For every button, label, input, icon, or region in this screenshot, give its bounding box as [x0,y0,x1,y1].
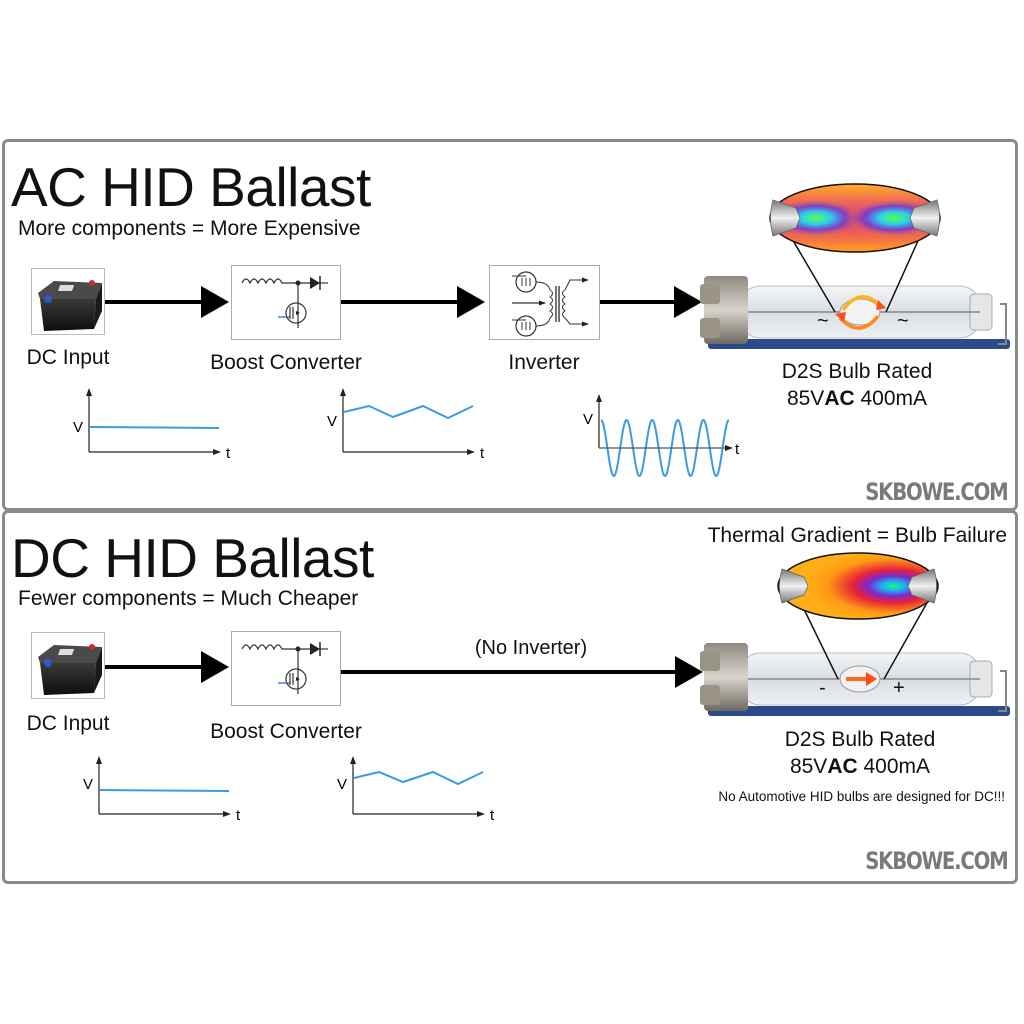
bulb-image [700,276,1010,349]
bulb-rating-line2: 85VAC 400mA [787,388,927,409]
stage-label-inverter: Inverter [508,351,580,374]
thermal-zoom-bubble [777,552,939,620]
flow-arrow [341,656,703,688]
bulb-rating-line2: 85VAC 400mA [790,756,930,777]
waveform-boost-ripple: V t [327,388,485,462]
x-axis-label: t [236,807,241,824]
bulb-rating-line1: D2S Bulb Rated [784,728,936,751]
waveform-line [353,770,484,786]
electrode-marker-negative: - [819,677,826,699]
current-direction-arrow [846,672,877,686]
x-axis-label: t [226,445,231,462]
boost-converter-schematic-icon [241,642,328,694]
flow-arrow [105,286,229,318]
bulb-rating-line1: D2S Bulb Rated [781,360,933,383]
electrode-marker-right: ~ [897,310,909,332]
zoom-line-right [885,231,923,313]
waveform-line [89,426,220,429]
no-inverter-label: (No Inverter) [474,637,588,659]
dc-panel-subtitle: Fewer components = Much Cheaper [18,587,359,610]
x-axis-label: t [480,445,485,462]
electrode-marker-positive: + [893,677,905,699]
battery-icon [38,644,102,695]
rating-current: 400mA [857,755,931,778]
boost-converter-schematic-icon [241,276,328,328]
ac-panel-subtitle: More components = More Expensive [18,217,361,240]
dc-ballast-panel: DC HID Ballast Fewer components = Much C… [2,510,1018,884]
dc-panel-title: DC HID Ballast [11,527,374,589]
ac-panel-title: AC HID Ballast [11,156,371,218]
y-axis-label: V [73,419,83,436]
zoom-line-left [787,231,836,313]
flow-arrow [341,286,485,318]
rating-voltage: 85V [789,755,828,778]
x-axis-label: t [735,441,740,458]
rating-ac-emphasis: AC [827,755,858,778]
rating-current: 400mA [854,387,928,410]
stage-label-dc-input: DC Input [26,712,110,735]
y-axis-label: V [583,411,593,428]
arc-flow-arrows [835,295,886,330]
ac-ballast-panel: AC HID Ballast More components = More Ex… [2,139,1018,511]
watermark: SKBOWE.COM [864,847,1008,875]
electrode-marker-left: ~ [817,310,829,332]
battery-icon [38,280,102,331]
stage-label-boost-converter: Boost Converter [210,720,362,743]
zoom-line-left [799,600,839,680]
inverter-schematic-icon [512,271,589,337]
waveform-line [99,789,230,792]
stage-label-dc-input: DC Input [26,346,110,369]
watermark: SKBOWE.COM [864,478,1008,506]
waveform-line [343,404,474,420]
dc-warning-note: No Automotive HID bulbs are designed for… [718,789,1005,804]
waveform-dc-flat: V t [83,756,241,824]
boost-converter-box [231,631,341,706]
waveform-boost-ripple: V t [337,756,495,824]
y-axis-label: V [337,776,347,793]
waveform-ac-sine: V t [583,394,740,478]
thermal-gradient-heading: Thermal Gradient = Bulb Failure [707,524,1007,547]
rating-voltage: 85V [786,387,825,410]
zoom-line-right [883,600,929,680]
dc-input-battery-image [31,268,105,335]
boost-converter-box [231,265,341,340]
inverter-box [489,265,600,340]
dc-input-battery-image [31,632,105,699]
stage-label-boost-converter: Boost Converter [210,351,362,374]
waveform-line [600,418,730,478]
flow-arrow [105,651,229,683]
rating-ac-emphasis: AC [824,387,855,410]
y-axis-label: V [327,413,337,430]
flow-arrow [600,286,702,318]
x-axis-label: t [490,807,495,824]
waveform-dc-flat: V t [73,388,231,462]
y-axis-label: V [83,776,93,793]
d2s-bulb-dc-illustration [700,552,1010,716]
d2s-bulb-ac-illustration [700,183,1010,349]
arc-zoom-bubble [769,183,941,253]
